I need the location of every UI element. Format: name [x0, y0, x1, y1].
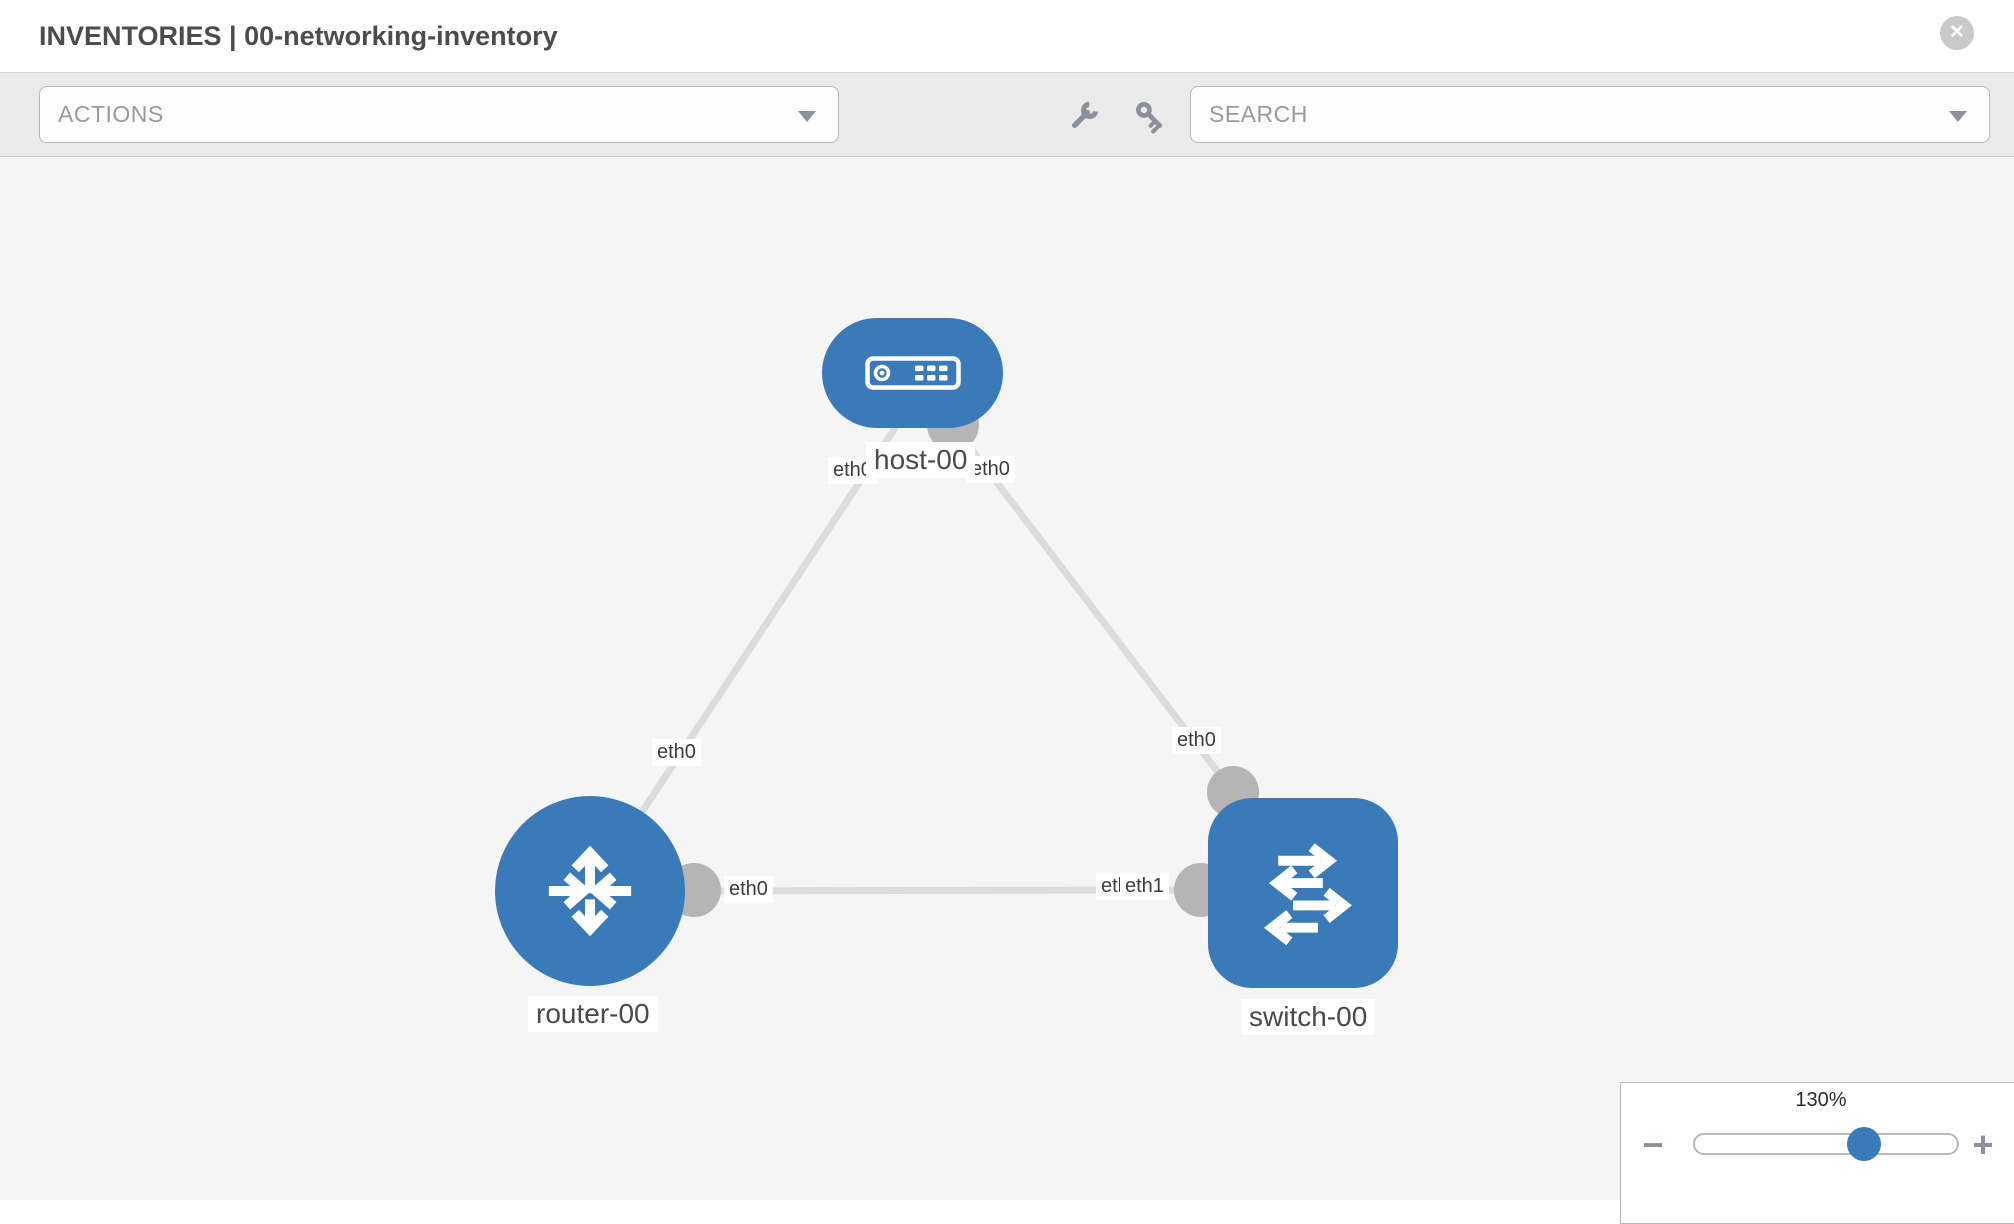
host-icon	[864, 356, 961, 390]
node-router-00[interactable]	[495, 796, 685, 986]
iface-label-link1-mid: eth0	[652, 739, 701, 766]
tools-wrench-button[interactable]	[1063, 95, 1107, 139]
zoom-level-value: 130%	[1795, 1089, 1847, 1111]
zoom-out-button[interactable]: −	[1637, 1127, 1669, 1163]
zoom-in-button[interactable]: +	[1967, 1127, 1999, 1163]
zoom-panel: 130% − +	[1620, 1082, 2014, 1224]
key-icon	[1136, 102, 1163, 134]
chevron-down-icon	[1949, 111, 1967, 122]
close-button[interactable]: ✕	[1940, 16, 1974, 50]
title-bar: INVENTORIES | 00-networking-inventory ✕	[0, 0, 2014, 73]
iface-label-switch-eth1: eth1	[1120, 873, 1169, 900]
zoom-slider-thumb[interactable]	[1847, 1127, 1881, 1161]
actions-dropdown[interactable]: ACTIONS	[39, 86, 839, 143]
actions-dropdown-label: ACTIONS	[58, 101, 164, 127]
minus-icon: −	[1642, 1124, 1664, 1165]
node-switch-00[interactable]	[1208, 798, 1398, 988]
links-layer	[587, 399, 1236, 895]
credentials-key-button[interactable]	[1131, 95, 1175, 139]
iface-label-link2-mid: eth0	[1172, 727, 1221, 754]
close-icon: ✕	[1949, 22, 1965, 43]
zoom-slider[interactable]	[1693, 1133, 1959, 1155]
search-dropdown[interactable]: SEARCH	[1190, 86, 1990, 143]
wrench-icon	[1071, 101, 1099, 129]
topology-canvas[interactable]: eth0 eth0 eth0 eth0 eth0 eth0 eth1 host-…	[0, 157, 2014, 1200]
switch-icon	[1263, 843, 1352, 946]
router-icon	[548, 845, 632, 937]
toolbar: ACTIONS SEARCH	[0, 73, 2014, 157]
iface-label-router-eth0: eth0	[724, 876, 773, 903]
node-label-host-00: host-00	[866, 442, 976, 478]
node-host-00[interactable]	[822, 318, 1003, 428]
node-label-switch-00: switch-00	[1241, 999, 1376, 1035]
page-title: INVENTORIES | 00-networking-inventory	[39, 21, 558, 51]
plus-icon: +	[1972, 1124, 1994, 1165]
chevron-down-icon	[798, 111, 816, 122]
node-label-router-00: router-00	[528, 996, 658, 1032]
search-dropdown-label: SEARCH	[1209, 101, 1308, 127]
